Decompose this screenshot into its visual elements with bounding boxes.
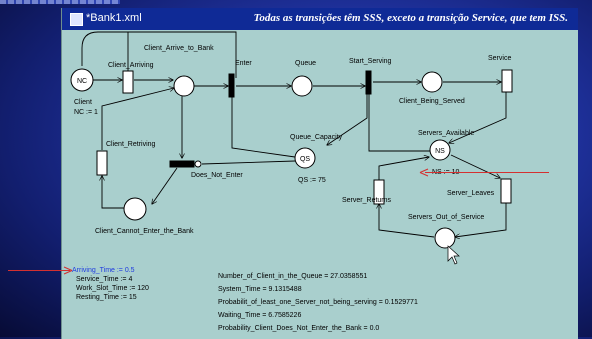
place-servers-out-of-service[interactable] [434,227,456,249]
place-client-being-served[interactable] [421,71,443,93]
nc-initial-marking: NC := 1 [74,109,98,116]
queue-label: Queue [295,60,316,67]
variable-work-slot-time[interactable]: Work_Slot_Time := 120 [76,285,149,292]
place-client[interactable] [70,68,94,92]
place-client-cannot-enter[interactable] [123,197,147,221]
transition-start-serving[interactable] [365,70,372,95]
place-queue[interactable] [291,75,313,97]
performance-results: Number_of_Client_in_the_Queue = 27.03585… [218,270,418,335]
arc-start-to-capacity [327,94,368,145]
slide-top-decoration [0,0,120,4]
variable-arriving-time[interactable]: Arriving_Time := 0.5 [72,267,135,274]
variable-definitions: Arriving_Time := 0.5 Service_Time := 4 W… [72,266,149,302]
service-label: Service [488,55,511,62]
arc-does-not-enter-to-cannot [152,167,178,204]
mouse-cursor-icon [447,245,460,265]
ns-token-label: NS [435,148,445,155]
arc-available-to-start [369,88,430,152]
server-leaves-label: Server_Leaves [447,190,495,197]
editor-window: *Bank1.xml Todas as transições têm SSS, … [61,8,578,339]
window-titlebar[interactable]: *Bank1.xml Todas as transições têm SSS, … [62,8,578,30]
qs-token-label: QS [300,156,310,163]
transition-server-returns[interactable] [373,179,385,205]
result-not-enter-probability: Probability_Client_Does_Not_Enter_the_Ba… [218,325,380,332]
pointer-arrow-arriving [8,270,70,271]
queue-capacity-label: Queue_Capacity [290,134,343,141]
arc-loop-left [81,31,128,66]
result-queue-clients: Number_of_Client_in_the_Queue = 27.03585… [218,273,368,280]
client-being-served-label: Client_Being_Served [399,98,465,105]
result-server-idle-probability: Probabilit_of_least_one_Server_not_being… [218,299,418,306]
result-system-time: System_Time = 9.1315488 [218,286,302,293]
arc-loop-top [127,31,237,78]
qs-initial-marking: QS := 75 [298,177,326,184]
start-serving-label: Start_Serving [349,58,392,65]
transition-server-leaves[interactable] [500,178,512,204]
pointer-arrowhead-ns [419,168,429,177]
place-arrived[interactable] [173,75,195,97]
arc-retriving-to-p1 [101,88,174,150]
arc-service-to-available [449,92,507,143]
arc-capacity-to-enter [232,92,296,158]
arc-cannot-to-retriving [102,176,124,209]
arc-returns-to-available [378,157,429,180]
arc-available-to-leaves [450,154,500,178]
arc-leaves-to-out [455,203,507,237]
variable-resting-time[interactable]: Resting_Time := 15 [76,294,137,301]
client-retriving-label: Client_Retriving [106,141,156,148]
pointer-arrowhead-arriving [63,266,73,275]
pointer-arrow-ns [425,172,549,173]
annotation-banner: Todas as transições têm SSS, exceto a tr… [253,12,568,24]
transition-client-arriving[interactable] [122,70,134,94]
petri-net-canvas[interactable]: NC Client NC := 1 Client_Arriving Client… [62,8,578,339]
arc-capacity-inhibitor [201,160,296,165]
transition-service[interactable] [501,69,513,93]
client-cannot-enter-label: Client_Cannot_Enter_the_Bank [95,228,194,235]
place-queue-capacity[interactable] [294,147,316,169]
nc-token-label: NC [77,78,87,85]
transition-client-retriving[interactable] [96,150,108,176]
servers-available-label: Servers_Available [418,130,474,137]
window-title: *Bank1.xml [86,12,142,24]
does-not-enter-label: Does_Not_Enter [191,172,243,179]
server-returns-label: Server_Returns [342,197,392,204]
client-place-label: Client [74,99,92,106]
variable-service-time[interactable]: Service_Time := 4 [76,276,133,283]
inhibitor-arc-head [194,160,202,168]
result-waiting-time: Waiting_Time = 6.7585226 [218,312,302,319]
arc-out-to-returns [379,204,435,238]
servers-out-of-service-label: Servers_Out_of_Service [408,214,484,221]
document-icon [70,13,83,26]
transition-does-not-enter[interactable] [169,160,195,168]
transition-enter[interactable] [228,73,235,98]
place-servers-available[interactable] [429,139,451,161]
client-arriving-label: Client_Arriving [108,62,154,69]
enter-label: Enter [235,60,252,67]
client-arrive-to-bank-label: Client_Arrive_to_Bank [144,45,214,52]
